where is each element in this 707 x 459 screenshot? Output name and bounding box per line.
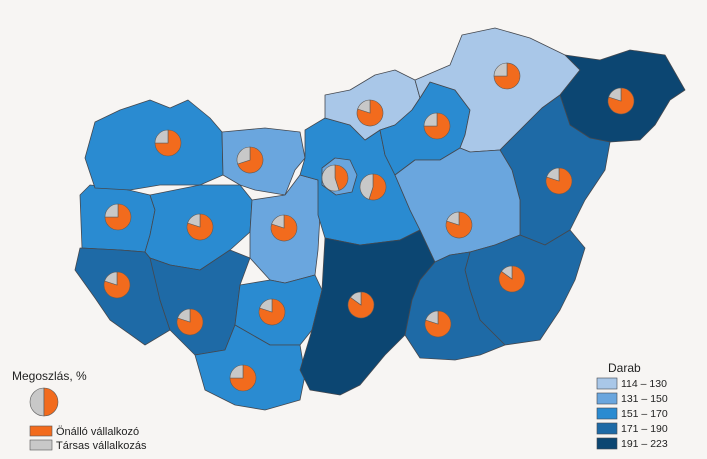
class-legend: Darab 114 – 130 131 – 150 151 – 170 171 …: [596, 361, 668, 450]
pie-slice-company-tolna: [259, 298, 273, 313]
legend-label-class-4: 191 – 223: [621, 438, 668, 450]
split-legend: Megoszlás, % Önálló vállalkozó Társas vá…: [12, 369, 147, 452]
pie-slice-company-heves: [423, 112, 438, 127]
pie-gyor: [154, 129, 182, 157]
pie-heves: [423, 112, 451, 140]
pie-pest: [359, 173, 387, 201]
pie-slice-self-employed-budapest: [334, 164, 349, 191]
pie-slice-company-hajdu: [546, 167, 560, 182]
pie-slice-company-bacs: [350, 291, 362, 306]
pie-csongrad: [424, 310, 452, 338]
pie-slice-company-borsod: [493, 62, 508, 77]
pie-slice-company-zala: [104, 271, 118, 286]
legend-label-class-2: 151 – 170: [621, 408, 668, 420]
split-legend-sample-pie: [29, 387, 59, 417]
county-layer: [74, 27, 686, 411]
pie-baranya: [229, 364, 257, 392]
pie-somogy: [176, 308, 204, 336]
pie-slice-company-szabolcs: [608, 87, 622, 102]
pie-fejer: [270, 214, 298, 242]
sample-pie-self-employed: [43, 387, 59, 417]
pie-szolnok: [445, 211, 473, 239]
pie-zala: [103, 271, 131, 299]
pie-slice-company-bekes: [501, 265, 513, 280]
class-legend-title: Darab: [608, 361, 641, 375]
legend-swatch-class-1: [596, 392, 618, 405]
county-szolnok: [394, 147, 521, 263]
legend-label-company: Társas vállalkozás: [56, 440, 147, 452]
legend-swatch-class-0: [596, 377, 618, 390]
pie-slice-company-szolnok: [446, 211, 460, 226]
county-gyor: [84, 99, 224, 191]
pie-bacs: [347, 291, 375, 319]
pie-slice-company-vas: [104, 203, 119, 218]
pie-tolna: [258, 298, 286, 326]
legend-label-self-employed: Önálló vállalkozó: [56, 426, 139, 438]
pie-slice-company-gyor: [154, 129, 169, 144]
legend-label-class-0: 114 – 130: [621, 378, 667, 390]
pie-slice-company-csongrad: [425, 310, 439, 325]
split-legend-title: Megoszlás, %: [12, 369, 87, 383]
pie-slice-self-employed-komarom: [237, 146, 264, 174]
pie-slice-company-komarom: [236, 146, 251, 165]
pie-slice-company-nograd: [357, 99, 371, 114]
pie-budapest: [321, 164, 349, 192]
pie-bekes: [498, 265, 526, 293]
pie-vas: [104, 203, 132, 231]
legend-swatch-class-3: [596, 422, 618, 435]
legend-swatch-class-2: [596, 407, 618, 420]
legend-swatch-self-employed: [29, 425, 53, 437]
pie-komarom: [236, 146, 264, 174]
pie-slice-company-somogy: [177, 308, 191, 323]
pie-nograd: [356, 99, 384, 127]
pie-slice-company-budapest: [321, 164, 340, 192]
pie-slice-company-baranya: [229, 364, 244, 379]
pie-szabolcs: [607, 87, 635, 115]
pie-slice-company-pest: [359, 173, 374, 200]
legend-swatch-company: [29, 439, 53, 451]
legend-swatch-class-4: [596, 437, 618, 450]
legend-label-class-1: 131 – 150: [621, 393, 668, 405]
pie-veszprem: [186, 213, 214, 241]
pie-borsod: [493, 62, 521, 90]
pie-hajdu: [545, 167, 573, 195]
county-komarom: [221, 127, 306, 196]
pie-layer: [103, 62, 635, 392]
pie-slice-company-fejer: [271, 214, 285, 229]
legend-label-class-3: 171 – 190: [621, 423, 668, 435]
pie-slice-company-veszprem: [187, 213, 201, 228]
sample-pie-company: [29, 387, 45, 417]
